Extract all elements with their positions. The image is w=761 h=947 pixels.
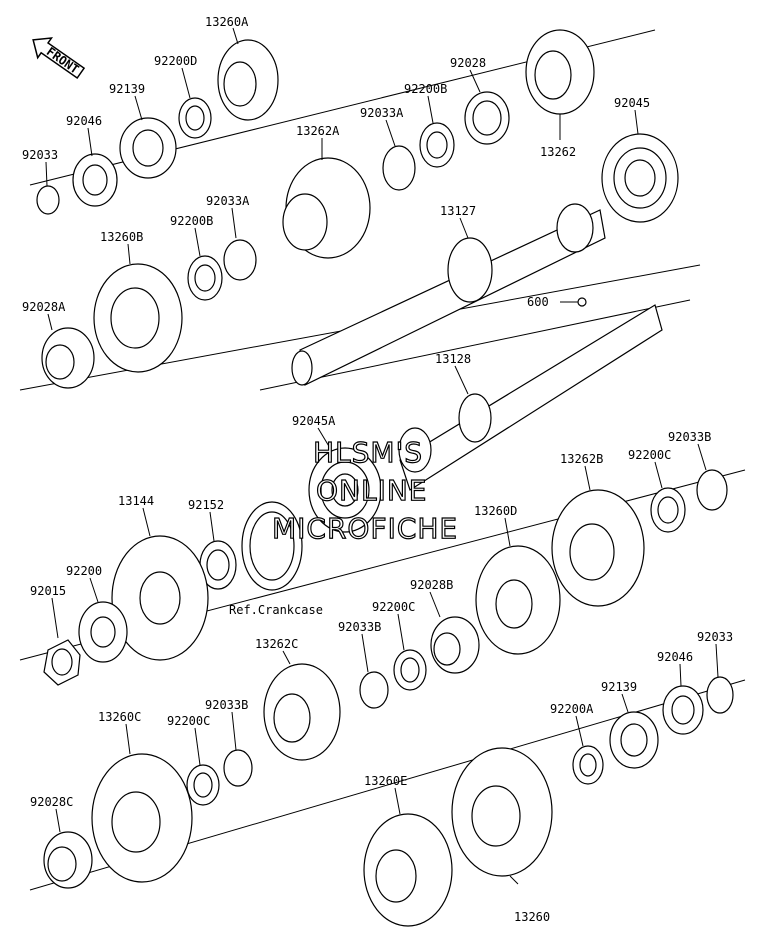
label-13260B: 13260B [100, 230, 143, 244]
washer-92200 [78, 601, 128, 663]
label-92200A: 92200A [550, 702, 594, 716]
bearing-92028B [430, 616, 480, 674]
gear-13262C [263, 663, 341, 761]
gear-13260A [217, 39, 279, 121]
label-92152: 92152 [188, 498, 224, 512]
label-600: 600 [527, 295, 549, 309]
label-92028C: 92028C [30, 795, 73, 809]
washer-92200C-c [186, 764, 220, 806]
label-13262B: 13262B [560, 452, 603, 466]
gear-13260E [363, 813, 453, 927]
label-92028: 92028 [450, 56, 486, 70]
gear-13260B [93, 263, 183, 373]
front-label: FRONT [44, 44, 82, 76]
label-13127: 13127 [440, 204, 476, 218]
collar-92139-bot [609, 711, 659, 769]
collar-92139-top [119, 117, 177, 179]
label-13262: 13262 [540, 145, 576, 159]
watermark-line-1: HLSM'S [313, 436, 423, 469]
label-13262C: 13262C [255, 637, 298, 651]
ref-crankcase-label: Ref.Crankcase [229, 603, 323, 617]
circlip-92033-bot [706, 676, 734, 714]
leader-lines [45, 27, 719, 885]
label-92200: 92200 [66, 564, 102, 578]
label-92033-top: 92033 [22, 148, 58, 162]
label-92200C-a: 92200C [628, 448, 671, 462]
circlip-92033B-c [223, 749, 253, 787]
gear-13260 [451, 747, 553, 877]
label-13260E: 13260E [364, 774, 407, 788]
sprocket-13144 [111, 535, 209, 661]
nut-92015 [43, 639, 81, 686]
watermark-line-2: ONLINE [316, 474, 427, 507]
shaft-13128 [398, 304, 663, 491]
label-92200D: 92200D [154, 54, 197, 68]
label-92200C-c: 92200C [167, 714, 210, 728]
label-92028A: 92028A [22, 300, 66, 314]
label-13260A: 13260A [205, 15, 249, 29]
gear-13262 [525, 29, 595, 115]
watermark-line-3: MICROFICHE [272, 512, 458, 545]
circlip-92033B-b [359, 671, 389, 709]
bearing-92045A [308, 447, 382, 533]
circlip-92033A-a [382, 145, 416, 191]
bearing-92045 [601, 133, 679, 223]
label-92015: 92015 [30, 584, 66, 598]
label-13262A: 13262A [296, 124, 340, 138]
label-92046-top: 92046 [66, 114, 102, 128]
circlip-92033A-b [223, 239, 257, 281]
needle-bearing-92046-top [72, 153, 118, 207]
gear-13262A [282, 157, 371, 259]
label-92028B: 92028B [410, 578, 453, 592]
label-92046-bot: 92046 [657, 650, 693, 664]
watermark: HLSM'S ONLINE MICROFICHE [271, 435, 458, 545]
circlip-92033-top [36, 185, 60, 215]
collar-92152-sleeve [199, 540, 237, 590]
label-92139-top: 92139 [109, 82, 145, 96]
label-92033B-c: 92033B [205, 698, 248, 712]
bearing-92028A [41, 327, 95, 389]
oil-seal-92152 [241, 501, 303, 591]
gear-13260C [91, 753, 193, 883]
label-92200B-b: 92200B [170, 214, 213, 228]
circlip-92033B-a [696, 469, 728, 511]
label-13144: 13144 [118, 494, 154, 508]
part-labels: 13260A 92200D 92139 92046 92033 13262A 9… [22, 15, 733, 924]
washer-92200B-b [187, 255, 223, 301]
label-92033B-b: 92033B [338, 620, 381, 634]
oring-600 [577, 297, 587, 307]
gear-13260D [475, 545, 561, 655]
label-92033B-a: 92033B [668, 430, 711, 444]
bearing-92028 [464, 91, 510, 145]
label-92200B-a: 92200B [404, 82, 447, 96]
label-92139-bot: 92139 [601, 680, 637, 694]
bearing-92028C [43, 831, 93, 889]
gear-13262B [551, 489, 645, 607]
label-13260D: 13260D [474, 504, 517, 518]
label-92200C-b: 92200C [372, 600, 415, 614]
washer-92200A [572, 745, 604, 785]
washer-92200C-b [393, 649, 427, 691]
needle-bearing-92046-bot [662, 685, 704, 735]
label-92045: 92045 [614, 96, 650, 110]
label-92033A-b: 92033A [206, 194, 250, 208]
front-arrow-icon: FRONT [32, 37, 86, 80]
washer-92200B-a [419, 122, 455, 168]
shaft-13127 [291, 203, 606, 386]
label-13260: 13260 [514, 910, 550, 924]
washer-92200D [178, 97, 212, 139]
label-92033A-a: 92033A [360, 106, 404, 120]
label-13128: 13128 [435, 352, 471, 366]
label-13260C: 13260C [98, 710, 141, 724]
label-92033-bot: 92033 [697, 630, 733, 644]
label-92045A: 92045A [292, 414, 336, 428]
washer-92200C-a [650, 487, 686, 533]
